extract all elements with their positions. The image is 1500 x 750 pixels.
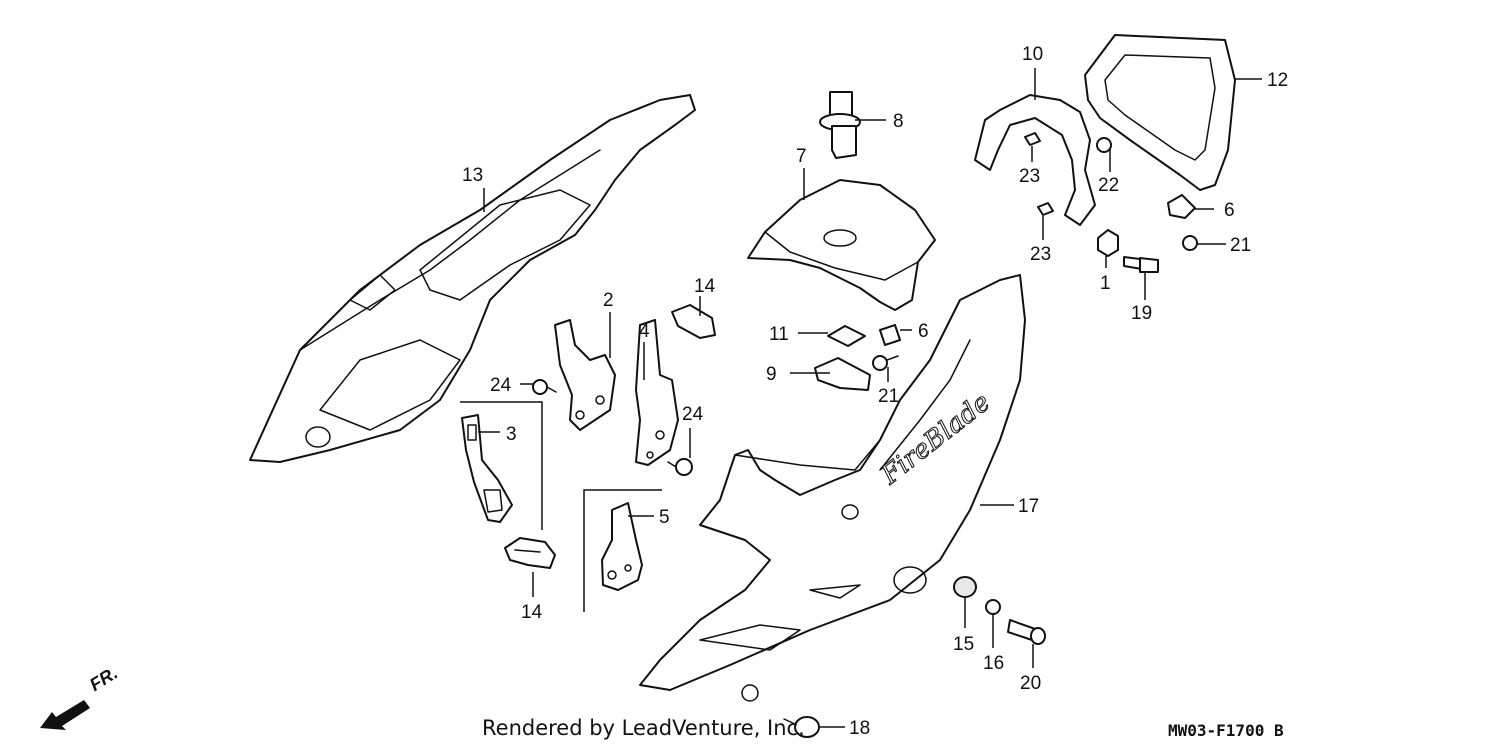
screw-23-lower-part[interactable]: [1037, 202, 1054, 216]
bolt-19-part[interactable]: [1123, 256, 1159, 273]
callout-10: 10: [1022, 44, 1043, 65]
callout-16: 16: [983, 653, 1004, 674]
callout-15: 15: [953, 634, 974, 655]
clip-14-lower-part[interactable]: [504, 537, 556, 569]
callout-21-middle: 21: [878, 386, 899, 407]
callout-3: 3: [506, 424, 517, 445]
grab-rail-bracket-part[interactable]: [974, 94, 1096, 226]
bracket-4-part[interactable]: [635, 319, 679, 466]
plate-11-part[interactable]: [827, 325, 866, 347]
callout-9: 9: [766, 364, 777, 385]
seat-latch-part[interactable]: [814, 357, 871, 391]
bolt-24-left-part[interactable]: [532, 379, 557, 395]
callout-5: 5: [659, 507, 670, 528]
callout-18: 18: [849, 718, 870, 739]
seat-lock-part[interactable]: [819, 91, 861, 159]
callout-19: 19: [1131, 303, 1152, 324]
callout-23-upper: 23: [1019, 166, 1040, 187]
screw-21-middle-part[interactable]: [872, 355, 899, 371]
callout-8: 8: [893, 111, 904, 132]
clip-6-middle-part[interactable]: [879, 324, 901, 346]
diagram-code: MW03-F1700 B: [1168, 721, 1284, 740]
callout-4: 4: [639, 321, 650, 342]
tail-cover-part[interactable]: [747, 179, 936, 311]
screw-21-right-part[interactable]: [1182, 235, 1198, 251]
clip-14-upper-part[interactable]: [671, 304, 716, 339]
screw-23-upper-part[interactable]: [1024, 132, 1041, 146]
bolt-24-right-part[interactable]: [667, 458, 693, 476]
callout-11: 11: [769, 324, 789, 345]
grab-rail-part[interactable]: [1084, 34, 1236, 191]
front-arrow-icon: [40, 700, 90, 730]
callout-6-right: 6: [1224, 200, 1235, 221]
collar-15-part[interactable]: [953, 576, 977, 598]
callout-12: 12: [1267, 70, 1288, 91]
bracket-5-part[interactable]: [601, 502, 643, 591]
render-credit: Rendered by LeadVenture, Inc.: [482, 716, 805, 740]
callout-14-lower: 14: [521, 602, 543, 623]
bolt-16-part[interactable]: [985, 599, 1001, 615]
bolt-22-part[interactable]: [1096, 137, 1112, 153]
callout-24-right: 24: [682, 404, 704, 425]
bolt-18-part[interactable]: [783, 716, 820, 738]
left-side-cover-part[interactable]: [249, 94, 696, 463]
callout-24-left: 24: [490, 375, 512, 396]
callout-7: 7: [796, 146, 807, 167]
bolt-20-part[interactable]: [1007, 619, 1046, 645]
callout-13: 13: [462, 165, 483, 186]
leader-lines: [460, 68, 1262, 728]
callout-20: 20: [1020, 673, 1041, 694]
callout-labels: 1 2 3 4 5 6 6 7 8 9 10 11 12 13 14 14 15…: [462, 44, 1288, 739]
callout-23-lower: 23: [1030, 244, 1051, 265]
callout-14-upper: 14: [694, 276, 716, 297]
bracket-3-part[interactable]: [461, 414, 513, 523]
bracket-2-part[interactable]: [554, 319, 616, 431]
callout-17: 17: [1018, 496, 1039, 517]
callout-6-middle: 6: [918, 321, 929, 342]
nut-1-part[interactable]: [1097, 229, 1119, 257]
callout-2: 2: [603, 290, 614, 311]
callout-1: 1: [1100, 273, 1111, 294]
callout-22: 22: [1098, 175, 1119, 196]
clip-6-right-part[interactable]: [1167, 194, 1196, 219]
callout-21-right: 21: [1230, 235, 1251, 256]
